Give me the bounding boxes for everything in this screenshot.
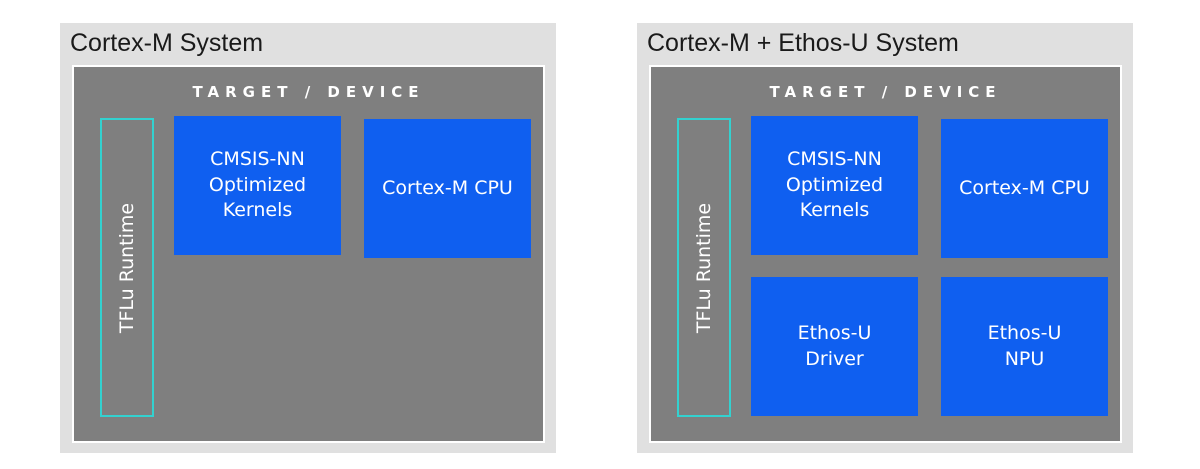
system-title: Cortex-M + Ethos-U System <box>647 29 959 57</box>
target-device-label: TARGET / DEVICE <box>192 83 425 101</box>
ethos-u-npu-label: Ethos-U NPU <box>987 321 1062 370</box>
cortex-m-cpu-block: Cortex-M CPU <box>364 119 531 258</box>
cortex-m-cpu-block: Cortex-M CPU <box>941 119 1108 258</box>
tflu-runtime-box: TFLu Runtime <box>677 118 731 417</box>
cmsis-nn-kernels-label: CMSIS-NN Optimized Kernels <box>208 148 307 222</box>
ethos-u-npu-block: Ethos-U NPU <box>941 277 1108 416</box>
target-device-label: TARGET / DEVICE <box>769 83 1002 101</box>
cortex-m-cpu-label: Cortex-M CPU <box>382 176 513 199</box>
cmsis-nn-kernels-block: CMSIS-NN Optimized Kernels <box>174 116 341 255</box>
cortex-m-cpu-label: Cortex-M CPU <box>959 176 1090 199</box>
system-title: Cortex-M System <box>70 29 264 57</box>
ethos-u-driver-block: Ethos-U Driver <box>751 277 918 416</box>
target-device-area: TARGET / DEVICE TFLu Runtime CMSIS-NN Op… <box>72 65 545 443</box>
cortex-m-ethos-u-system-panel: Cortex-M + Ethos-U System TARGET / DEVIC… <box>637 23 1133 453</box>
tflu-runtime-box: TFLu Runtime <box>100 118 154 417</box>
cmsis-nn-kernels-block: CMSIS-NN Optimized Kernels <box>751 116 918 255</box>
tflu-runtime-label: TFLu Runtime <box>116 202 138 333</box>
tflu-runtime-label: TFLu Runtime <box>693 202 715 333</box>
cortex-m-system-panel: Cortex-M System TARGET / DEVICE TFLu Run… <box>60 23 556 453</box>
target-device-area: TARGET / DEVICE TFLu Runtime CMSIS-NN Op… <box>649 65 1122 443</box>
ethos-u-driver-label: Ethos-U Driver <box>797 321 872 370</box>
cmsis-nn-kernels-label: CMSIS-NN Optimized Kernels <box>785 148 884 222</box>
